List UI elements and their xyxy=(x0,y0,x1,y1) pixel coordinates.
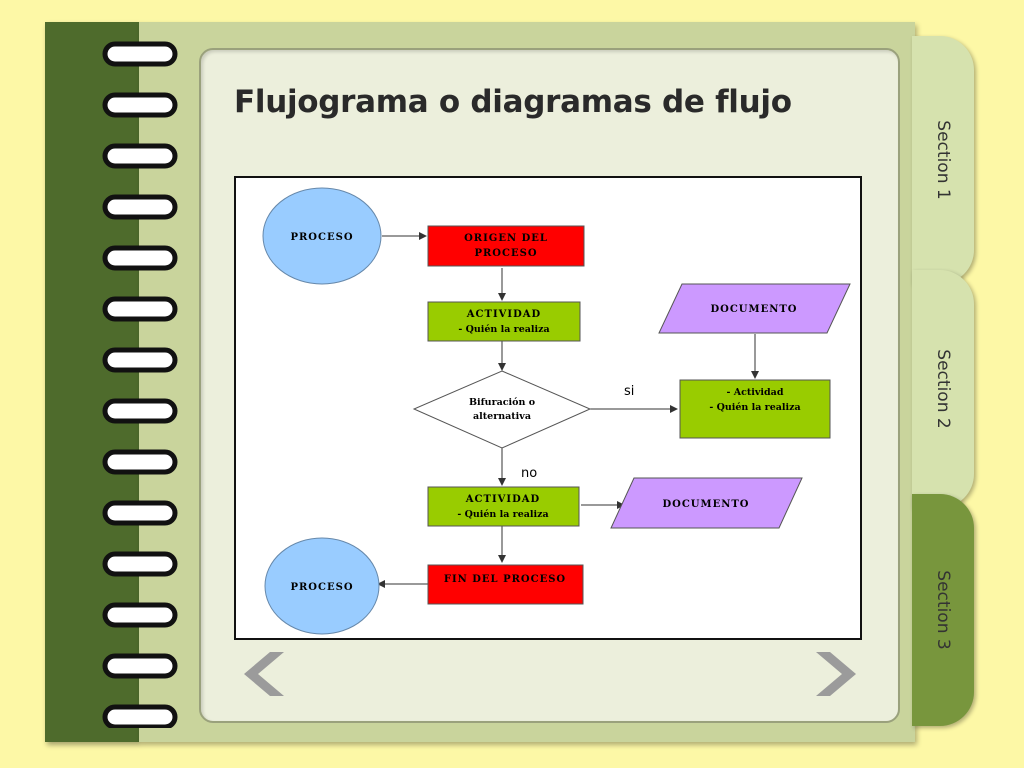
spiral-ring xyxy=(102,551,178,577)
actividad2-label-2: - Quién la realiza xyxy=(457,509,548,520)
spiral-ring xyxy=(102,500,178,526)
actividad2-label-1: ACTIVIDAD xyxy=(465,494,540,505)
tab-section-1[interactable]: Section 1 xyxy=(912,36,974,284)
spiral-ring xyxy=(102,653,178,679)
spiral-binding xyxy=(102,41,178,728)
decision-diamond xyxy=(412,370,592,449)
fin-box xyxy=(427,564,584,605)
flowchart: PROCESO ORIGEN DEL PROCESO ACTIVIDAD - Q… xyxy=(262,187,851,635)
actividad-right-label-1: - Actividad xyxy=(727,387,784,398)
branch-label-no: no xyxy=(521,466,537,481)
chevron-right-icon[interactable] xyxy=(806,646,864,702)
documento-mid-label: DOCUMENTO xyxy=(662,499,749,510)
proceso-end-ellipse xyxy=(264,537,380,635)
documento-top-parallelogram xyxy=(658,283,851,334)
actividad2-box xyxy=(427,486,580,527)
spiral-ring xyxy=(102,704,178,728)
actividad-right-box xyxy=(679,379,831,439)
documento-top-label: DOCUMENTO xyxy=(710,304,797,315)
actividad-right-label-2: - Quién la realiza xyxy=(709,402,800,413)
fin-label: FIN DEL PROCESO xyxy=(444,574,566,585)
origen-label-2: PROCESO xyxy=(474,248,537,259)
spiral-ring xyxy=(102,41,178,67)
page-title: Flujograma o diagramas de flujo xyxy=(234,84,792,120)
spiral-ring xyxy=(102,398,178,424)
spiral-ring xyxy=(102,245,178,271)
spiral-ring xyxy=(102,92,178,118)
actividad1-label-1: ACTIVIDAD xyxy=(466,309,541,320)
spiral-ring xyxy=(102,143,178,169)
connectors xyxy=(377,232,759,588)
origen-label-1: ORIGEN DEL xyxy=(464,233,548,244)
chevron-left-icon[interactable] xyxy=(236,646,294,702)
tab-label: Section 1 xyxy=(933,120,953,200)
spiral-ring xyxy=(102,449,178,475)
spiral-ring xyxy=(102,602,178,628)
tab-section-3[interactable]: Section 3 xyxy=(912,494,974,726)
spiral-ring xyxy=(102,347,178,373)
documento-mid-parallelogram xyxy=(610,477,803,529)
decision-label-1: Bifuración o xyxy=(469,397,535,408)
proceso-start-ellipse xyxy=(262,187,382,285)
tab-section-2[interactable]: Section 2 xyxy=(912,270,974,508)
tab-label: Section 3 xyxy=(933,570,953,650)
origen-box xyxy=(427,225,585,267)
proceso-start-label: PROCESO xyxy=(290,232,353,243)
actividad1-box xyxy=(427,301,581,342)
proceso-end-label: PROCESO xyxy=(290,582,353,593)
spiral-ring xyxy=(102,296,178,322)
tab-label: Section 2 xyxy=(933,349,953,429)
spiral-ring xyxy=(102,194,178,220)
branch-label-si: si xyxy=(624,384,634,399)
actividad1-label-2: - Quién la realiza xyxy=(458,324,549,335)
flowchart-frame: PROCESO ORIGEN DEL PROCESO ACTIVIDAD - Q… xyxy=(234,176,862,640)
decision-label-2: alternativa xyxy=(473,411,531,422)
